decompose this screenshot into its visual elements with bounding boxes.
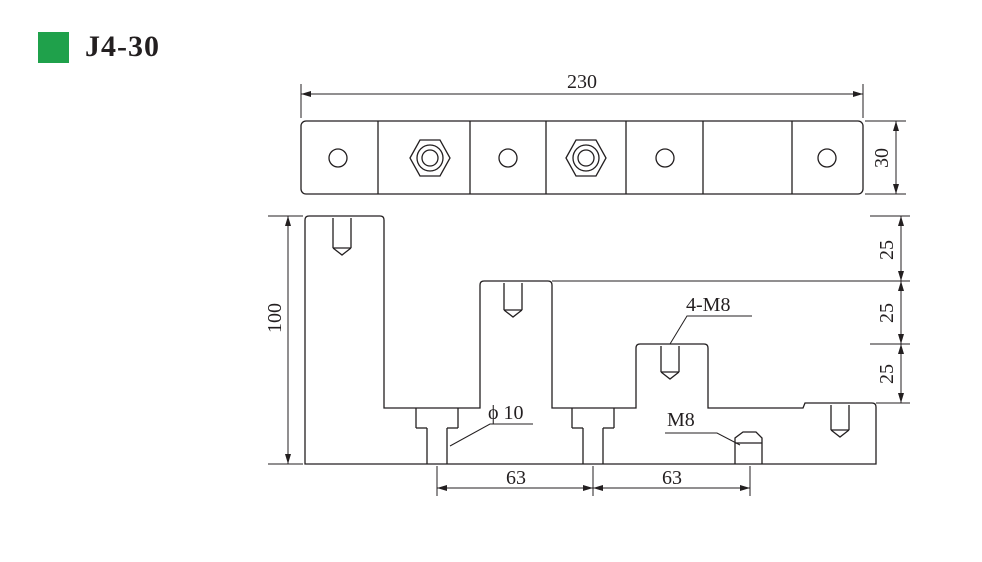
callout-stud-thread: M8 [667, 409, 695, 431]
mounting-hole-icon [328, 148, 348, 168]
leader-top-threads [669, 315, 752, 345]
leader-hole-diameter [449, 423, 533, 447]
title-block: J4-30 [38, 30, 160, 64]
top-view [300, 120, 864, 195]
callout-top-threads: 4-M8 [686, 294, 730, 316]
dim-label-hole-pitch-1: 63 [506, 467, 526, 489]
mounting-hole-icon [655, 148, 675, 168]
dimension-lines [268, 84, 910, 496]
dim-label-hole-pitch-2: 63 [662, 467, 682, 489]
tapped-hole [503, 283, 523, 318]
side-view [304, 215, 877, 465]
leader-stud-thread [665, 432, 741, 446]
title-square-icon [38, 31, 69, 63]
side-view-outline [304, 215, 877, 465]
tapped-hole [830, 405, 850, 438]
callout-hole-diameter: ϕ 10 [488, 402, 524, 424]
tapped-hole [660, 346, 680, 380]
hex-nut-icon [409, 139, 451, 177]
tapped-hole [332, 218, 352, 256]
dim-label-step-1: 25 [876, 240, 898, 260]
dim-label-total-length: 230 [567, 71, 597, 93]
page-title: J4-30 [85, 30, 160, 63]
mounting-hole-icon [498, 148, 518, 168]
mounting-hole-icon [817, 148, 837, 168]
dim-label-step-3: 25 [876, 364, 898, 384]
dim-label-height: 100 [264, 303, 286, 333]
counterbore-hole [571, 408, 615, 464]
threaded-stud [734, 431, 763, 464]
hex-nut-icon [565, 139, 607, 177]
dim-label-step-2: 25 [876, 303, 898, 323]
dim-label-width: 30 [871, 148, 893, 168]
top-view-outline [300, 120, 864, 195]
counterbore-hole [415, 408, 459, 464]
